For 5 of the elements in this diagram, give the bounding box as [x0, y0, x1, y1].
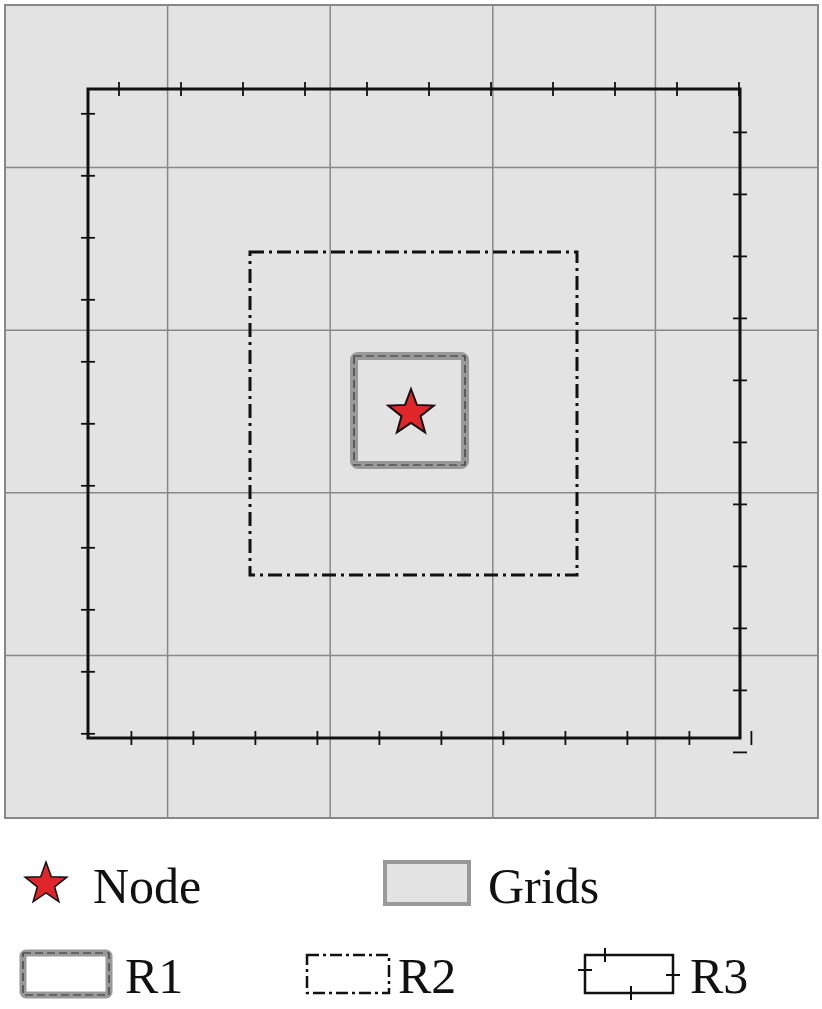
legend-label: Grids [488, 858, 600, 914]
legend-label: R3 [690, 948, 749, 1004]
legend-label: R2 [398, 948, 457, 1004]
legend-label: R1 [125, 948, 184, 1004]
legend-label: Node [93, 858, 202, 914]
